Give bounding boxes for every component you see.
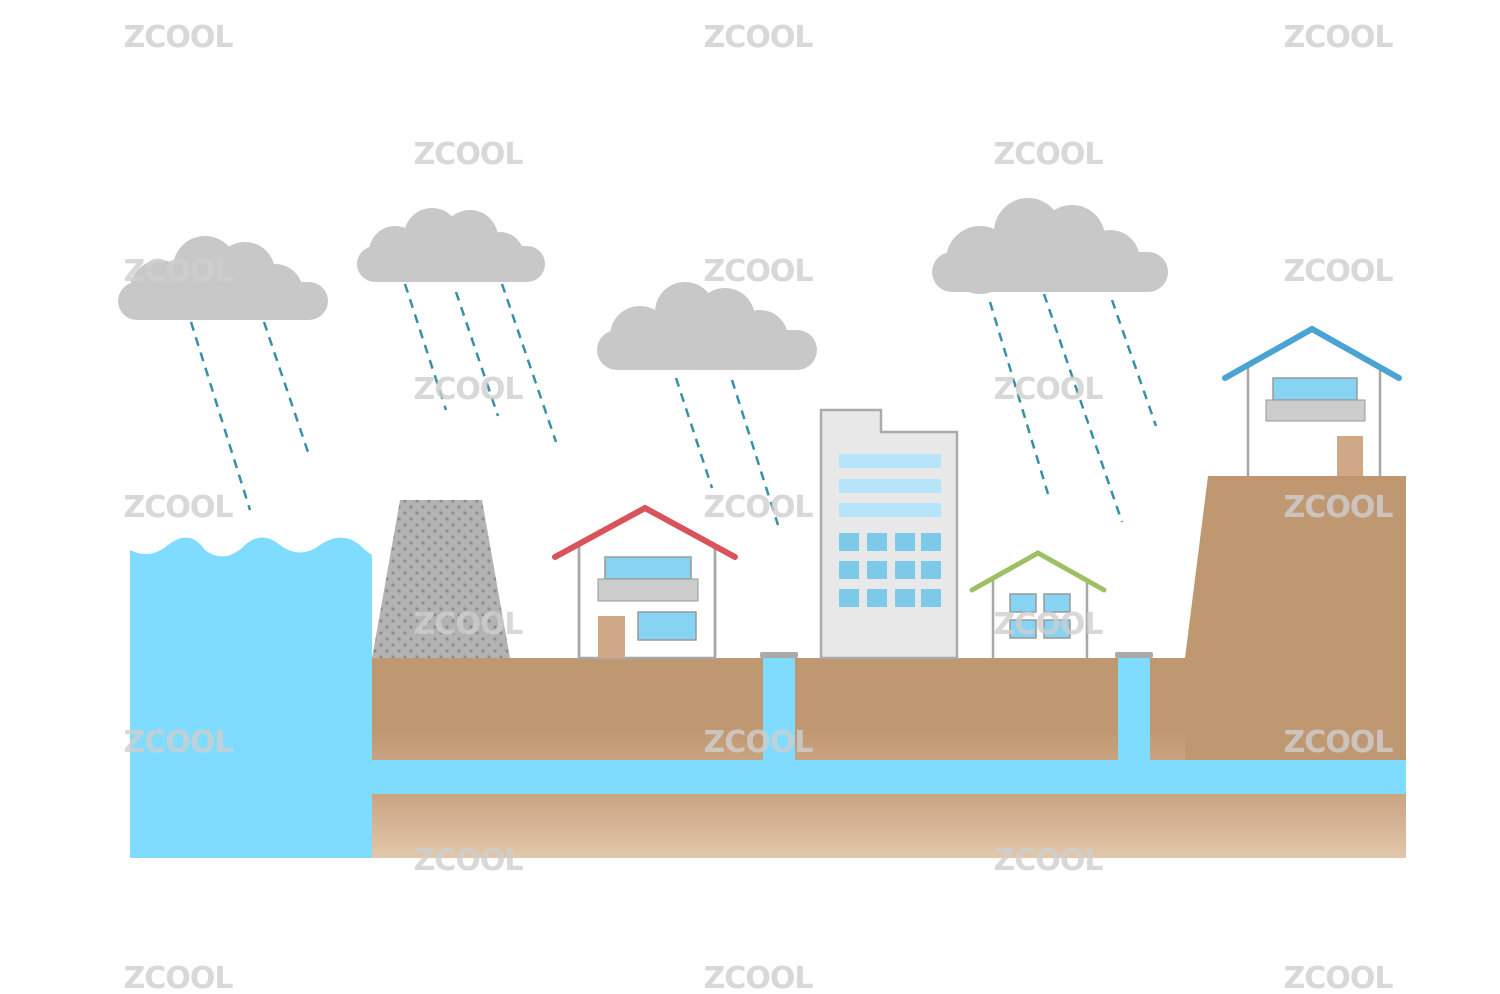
watermark: ZCOOL [124, 725, 234, 760]
cliff [1185, 476, 1406, 760]
cloud-2 [357, 208, 545, 282]
watermark: ZCOOL [704, 725, 814, 760]
ground-deep [372, 794, 1406, 858]
cloud-4 [932, 198, 1168, 294]
seawall [372, 500, 510, 658]
watermark: ZCOOL [124, 20, 234, 55]
watermark: ZCOOL [124, 961, 234, 994]
cloud-3 [597, 282, 817, 370]
watermark: ZCOOL [994, 843, 1104, 878]
green-roof-house [969, 550, 1107, 658]
drain-shaft-1 [763, 658, 795, 760]
watermark: ZCOOL [704, 961, 814, 994]
red-roof-house [552, 504, 738, 660]
watermark: ZCOOL [1284, 20, 1394, 55]
watermark: ZCOOL [414, 372, 524, 407]
watermark: ZCOOL [1284, 490, 1394, 525]
watermarks: ZCOOL ZCOOL ZCOOL ZCOOL ZCOOL ZCOOL ZCOO… [124, 20, 1395, 994]
cloud-1 [118, 236, 328, 320]
watermark: ZCOOL [1284, 961, 1394, 994]
watermark: ZCOOL [124, 490, 234, 525]
office-building [819, 408, 959, 660]
watermark: ZCOOL [1284, 254, 1394, 289]
watermark: ZCOOL [414, 607, 524, 642]
watermark: ZCOOL [704, 254, 814, 289]
rain [189, 283, 1158, 526]
watermark: ZCOOL [994, 372, 1104, 407]
blue-roof-house [1222, 325, 1402, 476]
watermark: ZCOOL [994, 607, 1104, 642]
watermark: ZCOOL [994, 137, 1104, 172]
watermark: ZCOOL [704, 490, 814, 525]
watermark: ZCOOL [414, 137, 524, 172]
drain-cover-1 [760, 652, 798, 658]
drain-cover-2 [1115, 652, 1153, 658]
sea [130, 537, 372, 858]
watermark: ZCOOL [124, 254, 234, 289]
underground-channel [372, 760, 1406, 794]
watermark: ZCOOL [704, 20, 814, 55]
watermark: ZCOOL [1284, 725, 1394, 760]
drain-shaft-2 [1118, 658, 1150, 760]
watermark: ZCOOL [414, 843, 524, 878]
